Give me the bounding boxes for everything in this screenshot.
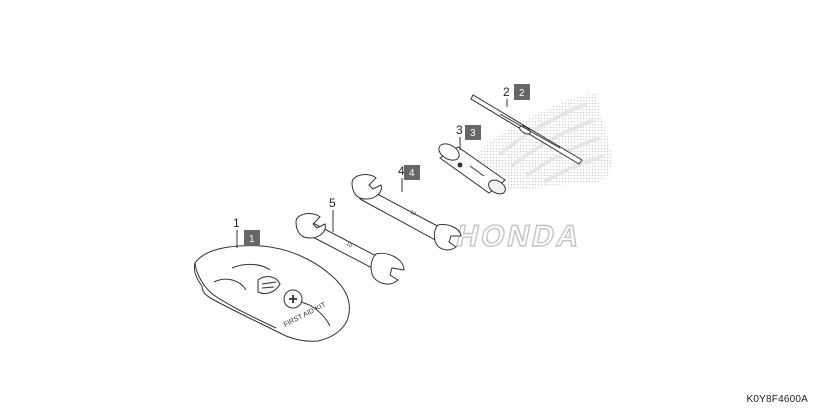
wrench-small-size-mark: 10 xyxy=(345,241,353,249)
svg-text:5: 5 xyxy=(329,196,336,210)
spark-plug-socket xyxy=(438,143,506,195)
wrench-large: 12 xyxy=(351,174,462,251)
svg-text:1: 1 xyxy=(233,216,240,230)
honda-watermark-text: HONDA xyxy=(453,220,585,253)
screwdriver xyxy=(470,94,583,165)
svg-text:4: 4 xyxy=(398,164,405,178)
svg-text:4: 4 xyxy=(409,168,415,179)
callout-3: 3 3 xyxy=(456,123,481,150)
callout-4: 4 4 xyxy=(398,164,420,192)
svg-text:3: 3 xyxy=(456,123,463,137)
callout-1: 1 1 xyxy=(233,216,260,248)
svg-text:2: 2 xyxy=(519,88,525,99)
first-aid-kit: FIRST AID KIT xyxy=(193,245,350,342)
svg-text:1: 1 xyxy=(249,234,255,245)
diagram-code: K0Y8F4600A xyxy=(746,394,808,405)
callout-5: 5 xyxy=(329,196,336,232)
wrench-large-size-mark: 12 xyxy=(409,209,417,217)
svg-text:2: 2 xyxy=(503,85,510,99)
wrench-small: 10 xyxy=(295,213,405,285)
svg-text:3: 3 xyxy=(470,128,476,139)
callout-2: 2 2 xyxy=(503,84,530,107)
